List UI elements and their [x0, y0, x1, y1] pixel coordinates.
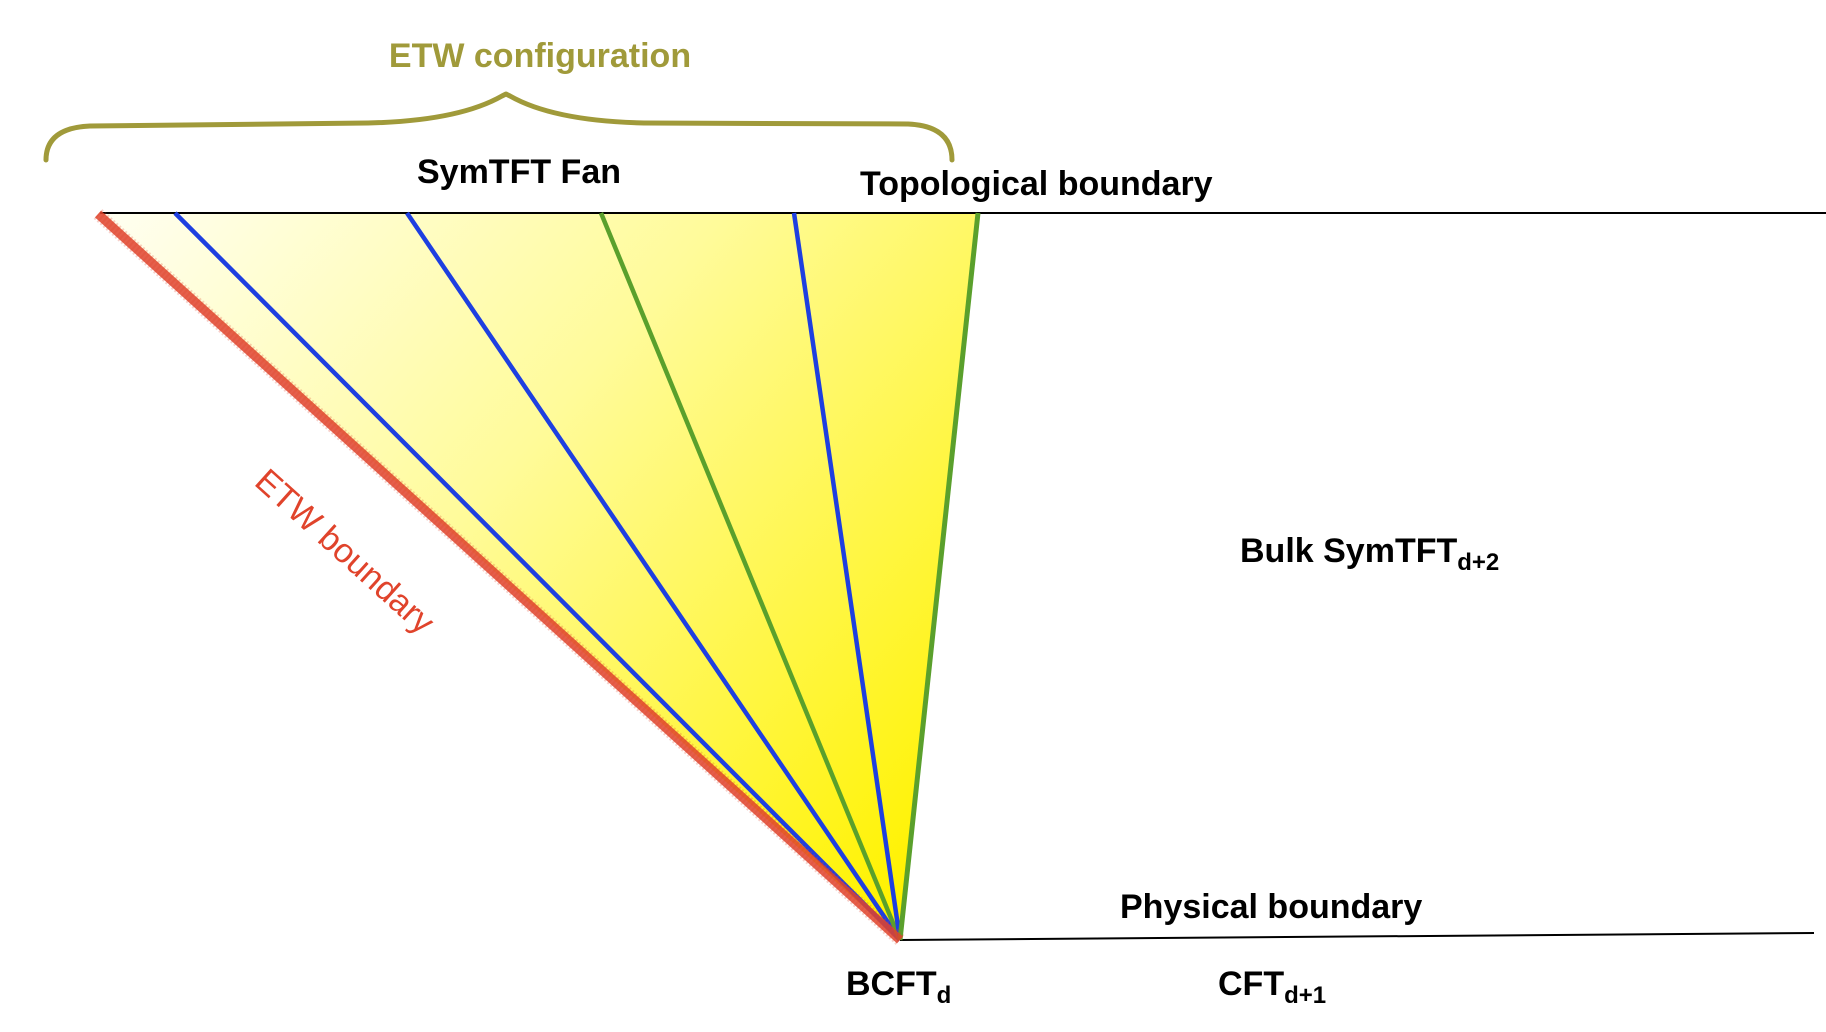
bulk-symtft-label: Bulk SymTFTd+2 — [1240, 532, 1499, 576]
cft-label: CFTd+1 — [1218, 965, 1326, 1009]
cft-main: CFT — [1218, 965, 1284, 1003]
bcft-main: BCFT — [846, 965, 937, 1003]
fan-line-blue-1 — [173, 211, 902, 942]
bulk-symtft-main: Bulk SymTFT — [1240, 532, 1457, 570]
etw-configuration-label: ETW configuration — [389, 37, 691, 75]
fan-line-green-2 — [897, 212, 981, 941]
physical-boundary-line — [899, 932, 1815, 941]
etw-boundary-line-edge — [93, 209, 905, 945]
fan-line-green-1 — [598, 212, 903, 941]
topological-boundary-label: Topological boundary — [860, 165, 1213, 203]
bcft-label: BCFTd — [846, 965, 951, 1009]
physical-boundary-label: Physical boundary — [1120, 888, 1422, 926]
etw-configuration-brace — [43, 91, 955, 163]
etw-boundary-line — [94, 210, 904, 944]
symtft-fan-label: SymTFT Fan — [417, 153, 621, 191]
fan-line-blue-2 — [405, 211, 902, 942]
cft-subscript: d+1 — [1284, 982, 1326, 1009]
bulk-symtft-subscript: d+2 — [1457, 549, 1499, 576]
fan-line-blue-3 — [791, 212, 903, 941]
bcft-subscript: d — [937, 982, 952, 1009]
